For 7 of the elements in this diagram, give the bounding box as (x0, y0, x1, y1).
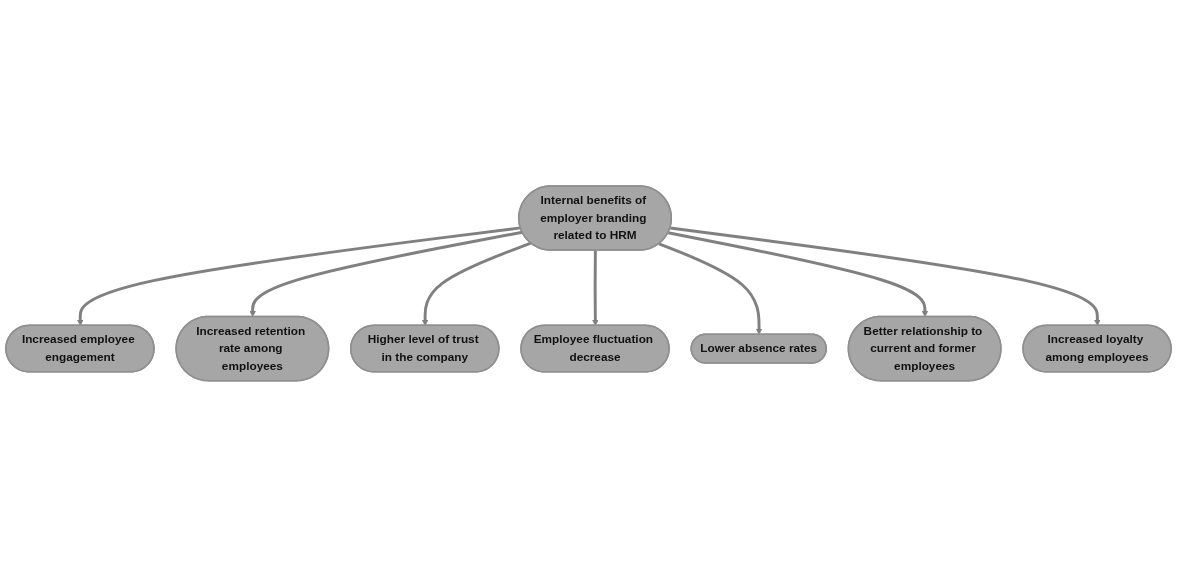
arrow (667, 231, 929, 317)
arrow (658, 242, 763, 335)
arrow (421, 241, 532, 326)
arrow (77, 226, 521, 326)
arrow (249, 230, 523, 317)
arrow (592, 250, 599, 326)
arrow (669, 226, 1101, 326)
